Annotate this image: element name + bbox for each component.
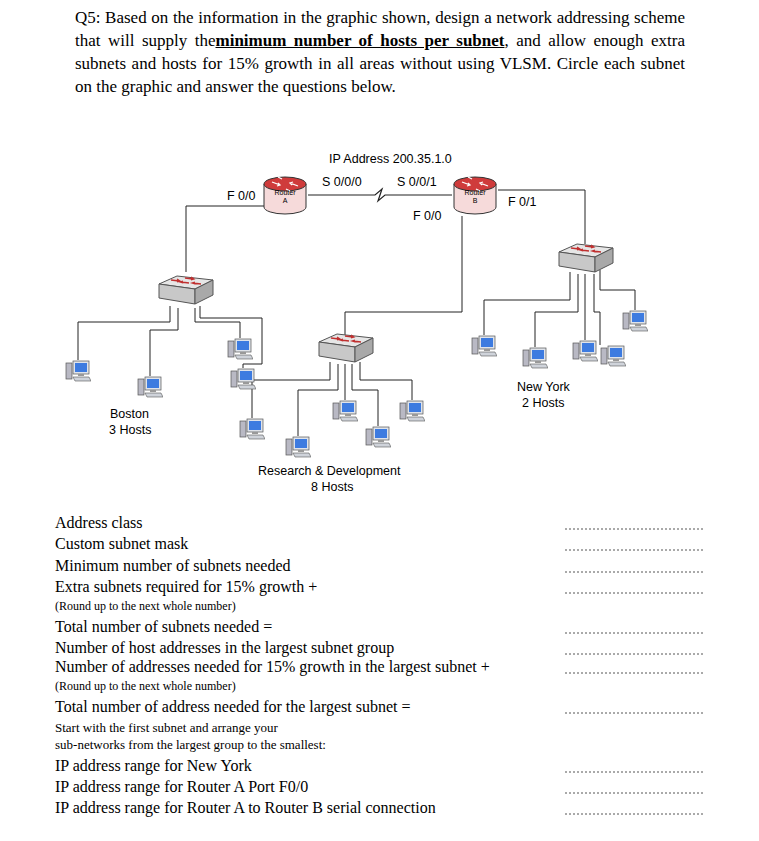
- port-label: F 0/1: [508, 195, 537, 209]
- router-arrows: [272, 177, 298, 191]
- pc-icon: [573, 341, 598, 361]
- answer-line: [565, 654, 703, 655]
- host-count: 8 Hosts: [311, 480, 353, 494]
- subnet-label: New York: [517, 380, 570, 394]
- pc-icons: [66, 311, 648, 457]
- switch-icon: [159, 276, 213, 304]
- worksheet-question: Minimum number of subnets needed: [55, 557, 291, 575]
- pc-icon: [228, 339, 253, 359]
- answer-lines: [565, 529, 703, 814]
- answer-line: [565, 713, 703, 714]
- ethernet-wire: [186, 206, 268, 272]
- switch-icon: [559, 244, 613, 272]
- answer-line: [565, 772, 703, 773]
- switch-icon: [319, 334, 373, 362]
- port-label: F 0/0: [227, 189, 256, 203]
- router-arrows: [462, 177, 488, 191]
- worksheet-note: (Round up to the next whole number): [55, 599, 236, 614]
- worksheet-question: Total number of address needed for the l…: [55, 698, 411, 716]
- pc-icon: [523, 348, 548, 368]
- pc-icon: [286, 437, 311, 457]
- router-top: [264, 177, 306, 191]
- emphasis-text: minimum number of hosts per subnet: [216, 31, 505, 50]
- router-label: Router B: [452, 189, 498, 205]
- worksheet-question: Number of addresses needed for 15% growt…: [55, 658, 490, 676]
- lan-wires: [252, 362, 412, 436]
- subnet-label: Boston: [110, 407, 149, 421]
- worksheet-question: Address class: [55, 514, 143, 532]
- serial-link: [308, 189, 452, 201]
- lan-wires: [484, 270, 635, 347]
- port-label: S 0/0/1: [397, 175, 437, 189]
- worksheet-note: (Round up to the next whole number): [55, 679, 236, 694]
- pc-icon: [231, 369, 256, 389]
- answer-line: [565, 814, 703, 815]
- worksheet-question: IP address range for New York: [55, 757, 252, 775]
- answer-line: [565, 529, 703, 530]
- subnet-label: Research & Development: [258, 464, 400, 478]
- worksheet-question: Extra subnets required for 15% growth +: [55, 578, 317, 596]
- pc-icon: [138, 377, 163, 397]
- answer-line: [565, 593, 703, 594]
- lan-wires: [78, 306, 262, 376]
- pc-icon: [333, 401, 358, 421]
- worksheet-question: Number of host addresses in the largest …: [55, 639, 394, 657]
- host-count: 2 Hosts: [522, 396, 564, 410]
- ip-address-label: IP Address 200.35.1.0: [329, 152, 452, 166]
- pc-icon: [366, 427, 391, 447]
- answer-line: [565, 673, 703, 674]
- answer-line: [565, 572, 703, 573]
- router-top: [454, 177, 496, 191]
- pc-icon: [623, 311, 648, 331]
- host-count: 3 Hosts: [109, 423, 151, 437]
- port-label: F 0/0: [413, 209, 442, 223]
- router-icon: Router B: [452, 174, 498, 216]
- worksheet-question: Custom subnet mask: [55, 535, 188, 553]
- answer-line: [565, 633, 703, 634]
- worksheet-question: Total number of subnets needed =: [55, 618, 272, 636]
- worksheet-note: Start with the first subnet and arrange …: [55, 720, 278, 736]
- worksheet-note: sub-networks from the largest group to t…: [55, 737, 326, 753]
- answer-line: [565, 550, 703, 551]
- ethernet-wire: [345, 216, 462, 336]
- pc-icon: [66, 361, 91, 381]
- router-label: Router A: [262, 189, 308, 205]
- pc-icon: [240, 419, 265, 439]
- pc-icon: [601, 346, 626, 366]
- wires: [78, 190, 635, 436]
- router-icon: Router A: [262, 174, 308, 216]
- ethernet-wire: [498, 190, 585, 244]
- pc-icon: [400, 401, 425, 421]
- pc-icon: [472, 336, 497, 356]
- worksheet-question: IP address range for Router A Port F0/0: [55, 778, 308, 796]
- port-label: S 0/0/0: [322, 175, 362, 189]
- question-text: Q5: Based on the information in the grap…: [75, 6, 685, 98]
- answer-line: [565, 793, 703, 794]
- worksheet-question: IP address range for Router A to Router …: [55, 799, 436, 817]
